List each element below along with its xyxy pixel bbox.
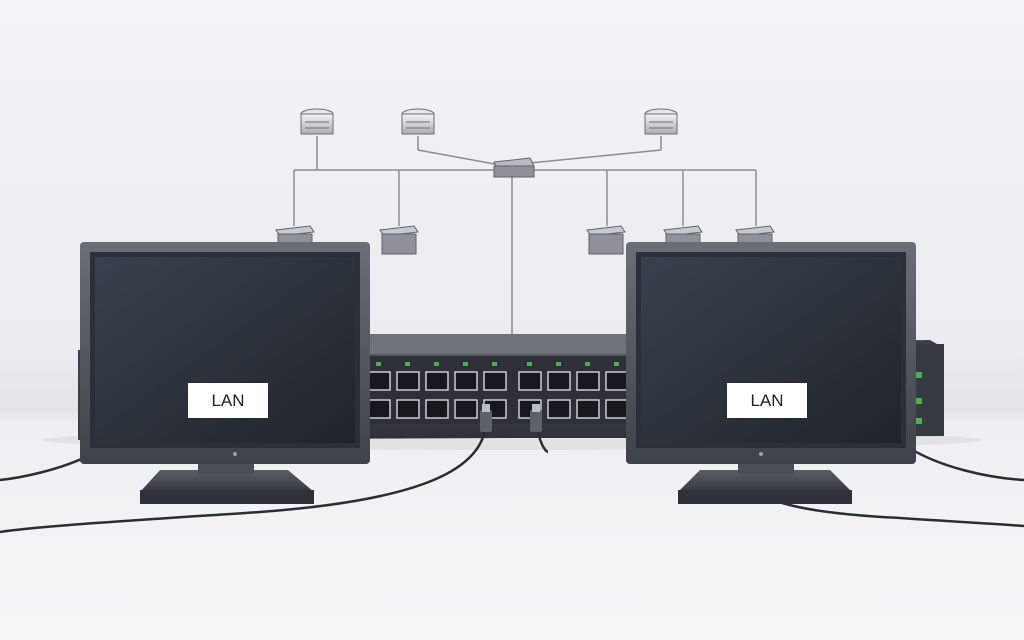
- ethernet-port: [396, 399, 420, 419]
- server-icon: [644, 108, 678, 135]
- server-icon: [401, 108, 435, 135]
- ethernet-port: [454, 371, 478, 391]
- ethernet-port: [518, 371, 542, 391]
- ethernet-port: [367, 399, 391, 419]
- port-led: [434, 362, 439, 366]
- lan-label-right: LAN: [727, 383, 807, 418]
- left-monitor: [80, 242, 370, 504]
- ethernet-port: [367, 371, 391, 391]
- lan-label-left: LAN: [188, 383, 268, 418]
- ethernet-port: [483, 371, 507, 391]
- port-led: [492, 362, 497, 366]
- small-switch-icon: [379, 225, 419, 255]
- port-led: [556, 362, 561, 366]
- ethernet-port: [576, 399, 600, 419]
- ethernet-port: [425, 371, 449, 391]
- port-led: [463, 362, 468, 366]
- port-led: [405, 362, 410, 366]
- port-led: [376, 362, 381, 366]
- ethernet-port: [605, 399, 629, 419]
- cable-connector: [480, 404, 542, 432]
- port-grid: [367, 362, 629, 419]
- ethernet-port: [396, 371, 420, 391]
- ethernet-port: [454, 399, 478, 419]
- right-monitor: [626, 242, 916, 504]
- port-led: [585, 362, 590, 366]
- ethernet-port: [576, 371, 600, 391]
- port-led: [527, 362, 532, 366]
- ethernet-port: [605, 371, 629, 391]
- server-icon: [300, 108, 334, 135]
- ethernet-port: [425, 399, 449, 419]
- ethernet-port: [547, 371, 571, 391]
- small-switch-icon: [586, 225, 626, 255]
- hub-icon: [493, 157, 535, 178]
- ethernet-port: [547, 399, 571, 419]
- port-led: [614, 362, 619, 366]
